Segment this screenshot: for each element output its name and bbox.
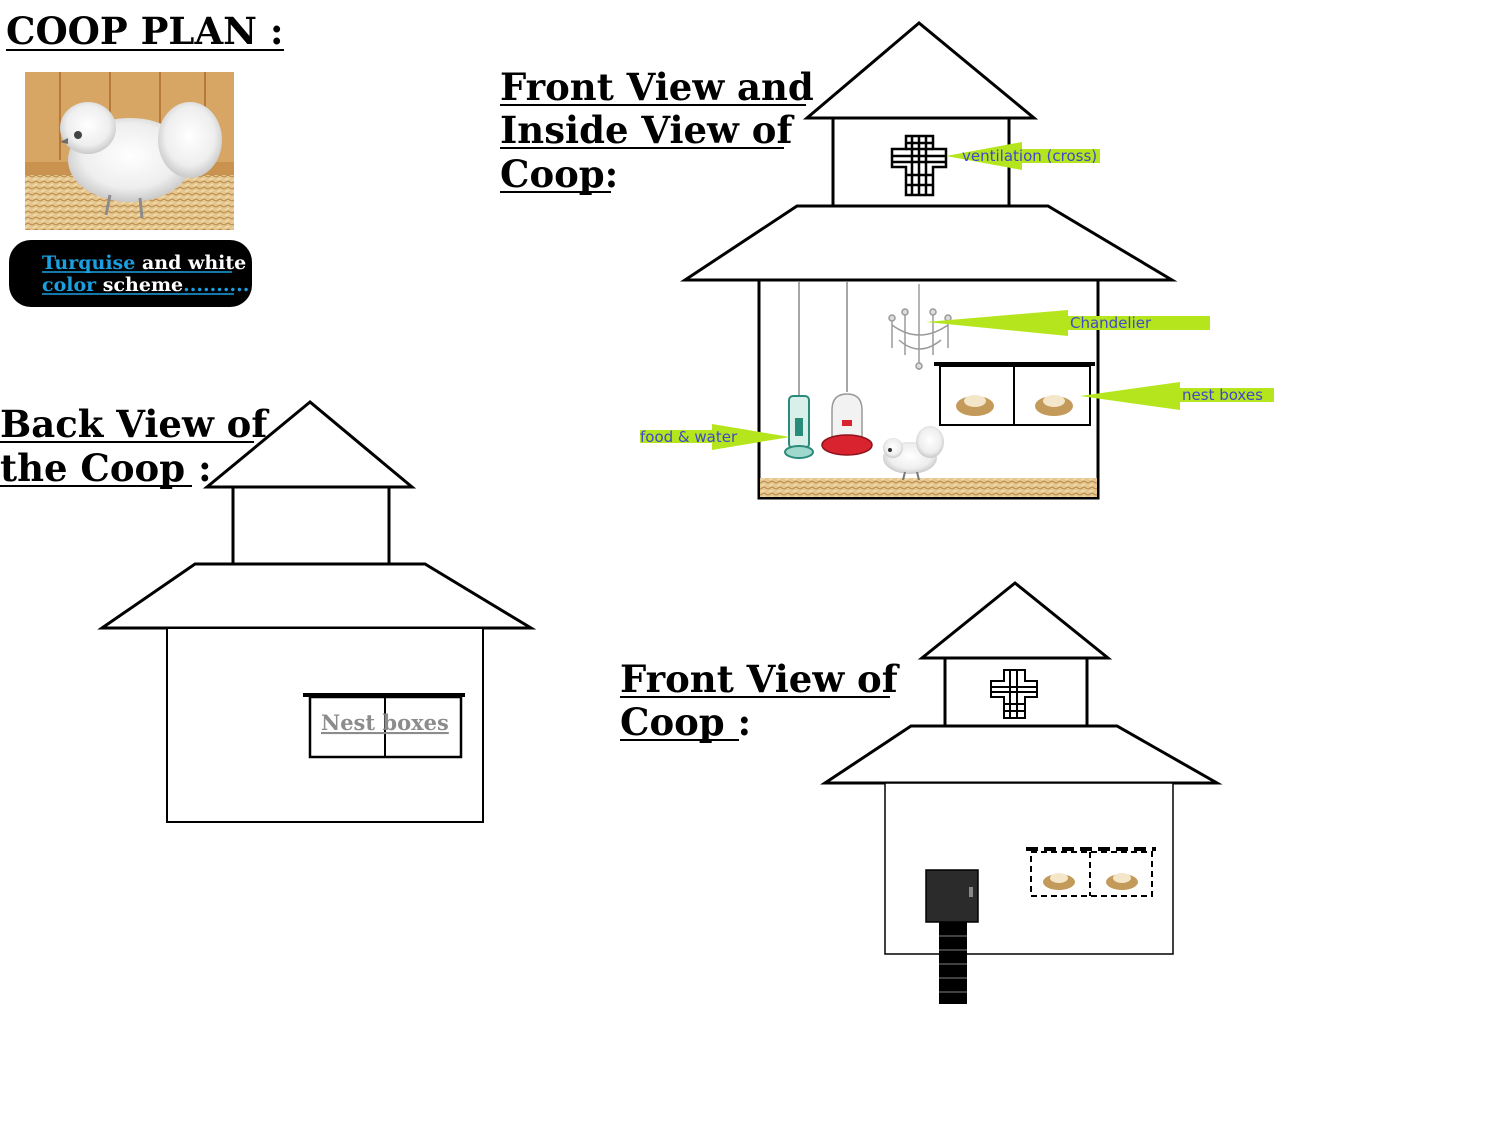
- arrow-nest-boxes: [1080, 382, 1274, 410]
- arrow-ventilation: [946, 142, 1100, 170]
- heading-line-1: Front View and: [500, 65, 814, 109]
- back-main-roof: [97, 562, 537, 630]
- svg-text:color scheme..........: color scheme..........: [42, 274, 249, 296]
- nest-boxes-label: nest boxes: [1182, 386, 1263, 404]
- color-word-scheme: scheme: [103, 274, 183, 296]
- ventilation-label: ventilation (cross): [962, 147, 1097, 165]
- front-inside-heading: Front View and Inside View of Coop:: [500, 65, 814, 196]
- top-roof: [802, 21, 1039, 120]
- food-water-label: food & water: [640, 428, 738, 446]
- back-heading-line-2: the Coop :: [0, 446, 212, 490]
- waterer: [784, 282, 814, 459]
- chandelier-label: Chandelier: [1070, 314, 1152, 332]
- back-heading-line-1: Back View of: [0, 402, 269, 446]
- back-view-heading: Back View of the Coop :: [0, 402, 269, 490]
- front-ventilation-cross: [990, 669, 1038, 719]
- silkie-photo: [25, 72, 234, 230]
- front-top-roof: [917, 581, 1113, 660]
- page-title: COOP PLAN :: [6, 9, 284, 53]
- front-view-heading: Front View of Coop :: [620, 657, 900, 744]
- ventilation-cross: [890, 134, 948, 197]
- color-word-dots: ..........: [183, 274, 249, 296]
- color-word-and: and: [142, 252, 181, 274]
- color-word-white: white: [187, 252, 246, 274]
- arrow-chandelier: [926, 310, 1210, 336]
- front-heading-line-1: Front View of: [620, 657, 900, 701]
- front-heading-line-2: Coop :: [620, 700, 751, 744]
- chandelier: [888, 284, 952, 370]
- bedding: [760, 478, 1097, 497]
- coop-door: [925, 869, 979, 923]
- back-nest-label: Nest boxes: [321, 710, 449, 735]
- main-roof: [680, 204, 1178, 282]
- arrow-food-water: [640, 424, 790, 450]
- feeder: [821, 282, 873, 456]
- front-nest-boxes: [1026, 847, 1156, 897]
- front-view-coop: [820, 581, 1223, 955]
- door-ramp: [939, 922, 967, 1004]
- color-scheme-badge: Turquise and white color scheme.........…: [9, 240, 252, 307]
- inside-nest-boxes: [934, 362, 1095, 426]
- heading-line-3: Coop:: [500, 152, 618, 196]
- svg-text:Turquise and white: Turquise and white: [42, 252, 246, 274]
- back-nest-boxes: Nest boxes: [303, 693, 465, 759]
- silkie-inside: [883, 426, 944, 481]
- heading-line-2: Inside View of: [500, 108, 794, 152]
- color-word-color: color: [42, 274, 97, 296]
- front-main-roof: [820, 724, 1223, 785]
- annotation-arrows: [640, 142, 1274, 450]
- back-cupola: [231, 485, 391, 566]
- color-word-turquise: Turquise: [42, 252, 135, 274]
